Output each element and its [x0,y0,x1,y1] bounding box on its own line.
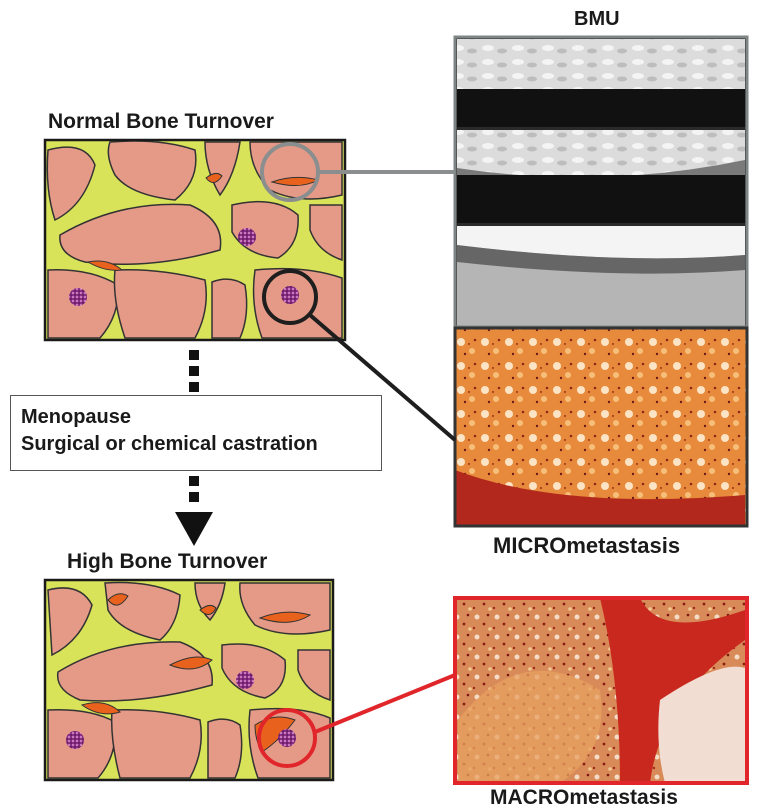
bmu-label: BMU [574,8,620,31]
macrometastasis-label: MACROmetastasis [490,786,678,810]
macro-photo [455,598,747,783]
condition-box: Menopause Surgical or chemical castratio… [10,395,382,471]
micrometastasis-label: MICROmetastasis [493,533,680,559]
normal-turnover-title: Normal Bone Turnover [48,110,274,134]
condition-line-2: Surgical or chemical castration [11,433,381,456]
normal-bone-panel [45,140,345,340]
high-turnover-title: High Bone Turnover [67,550,267,574]
high-bone-panel [45,580,333,780]
bmu-photo [455,37,747,327]
micro-photo [455,328,747,526]
condition-line-1: Menopause [11,406,381,429]
